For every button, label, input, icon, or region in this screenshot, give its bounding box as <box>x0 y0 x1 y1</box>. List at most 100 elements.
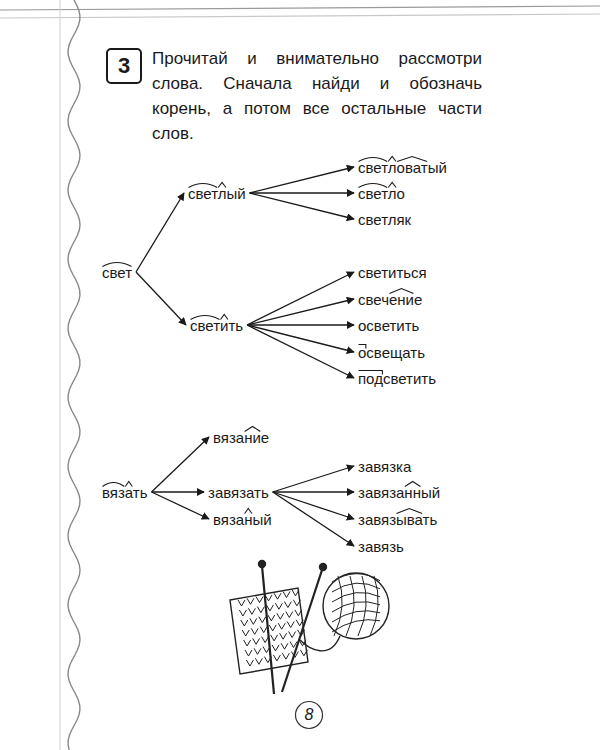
word-text: завязать <box>208 484 269 501</box>
task-instruction: Прочитай и внимательно рассмотри слова. … <box>152 46 482 146</box>
number-text: 8 <box>305 706 314 724</box>
stitch <box>283 592 290 598</box>
stitch <box>262 637 269 643</box>
word-text: светиться <box>358 264 427 281</box>
word-node: завязывать <box>357 511 438 528</box>
word-node: осветить <box>357 317 420 334</box>
margin-line <box>60 0 61 750</box>
arrow-connector <box>250 167 354 193</box>
yarn-strand <box>370 576 378 636</box>
arrow-connector <box>152 491 205 492</box>
yarn-ball <box>323 573 389 639</box>
word-text: завязь <box>358 538 404 555</box>
word-text: свечение <box>358 291 422 308</box>
stitch <box>254 648 261 654</box>
stitch <box>244 640 251 646</box>
word-text: осветить <box>358 317 419 334</box>
stitch <box>274 593 281 599</box>
stitch <box>250 618 257 624</box>
arrow-connector <box>152 492 210 519</box>
stitch <box>272 645 279 651</box>
stitch <box>275 603 282 609</box>
word-node: светло <box>357 185 406 202</box>
word-node: свечение <box>357 291 423 308</box>
stitch <box>273 655 280 661</box>
word-text: завязка <box>358 458 411 475</box>
top-edge <box>0 6 600 10</box>
word-text: вязание <box>213 429 269 446</box>
arrow-connector <box>250 192 354 193</box>
arrow-connector <box>273 492 354 546</box>
stitch <box>281 643 288 649</box>
word-text: свет <box>102 264 132 281</box>
word-node: подсветить <box>357 370 437 387</box>
word-node: завязать <box>207 484 270 501</box>
yarn-strands <box>332 574 380 636</box>
word-node: завязь <box>357 538 405 555</box>
stitch <box>287 622 294 628</box>
word-text: светло <box>358 185 405 202</box>
word-node: светить <box>189 317 244 334</box>
word-node: вязаный <box>212 511 273 528</box>
stitch <box>245 650 252 656</box>
side-border <box>60 0 80 750</box>
word-text: освещать <box>358 344 425 361</box>
arrow-connector <box>247 325 354 352</box>
yarn-strand <box>346 576 354 636</box>
word-text: подсветить <box>358 370 436 387</box>
word-node: вязать <box>101 484 149 501</box>
stitch <box>239 610 246 616</box>
stitch <box>295 610 302 616</box>
stitch <box>293 600 300 606</box>
word-text: светляк <box>358 211 411 228</box>
number-text: 3 <box>118 53 130 79</box>
word-node: освещать <box>357 344 426 361</box>
knitting-illustration <box>230 561 389 695</box>
word-node: светиться <box>357 264 428 281</box>
yarn-strand <box>332 583 380 592</box>
instruction-text: Прочитай и внимательно рассмотри слова. … <box>152 49 482 143</box>
word-text: светить <box>190 317 243 334</box>
needle-end <box>320 564 327 571</box>
arrow-connector <box>273 491 354 492</box>
stitch <box>251 628 258 634</box>
yarn-strand <box>332 602 380 612</box>
task-number-box: 3 <box>106 48 142 84</box>
top-edge <box>0 14 600 18</box>
word-node: светлый <box>187 185 247 202</box>
stitch <box>268 615 275 621</box>
needle-end <box>259 561 266 568</box>
stitch <box>238 600 245 606</box>
arrow-connector <box>136 193 184 272</box>
stitch <box>256 597 263 603</box>
arrow-connector <box>247 299 354 325</box>
stitch <box>241 620 248 626</box>
word-node: светловатый <box>357 159 448 176</box>
stitch <box>269 625 276 631</box>
stitch <box>259 617 266 623</box>
yarn-strand <box>332 592 380 602</box>
stitch <box>242 630 249 636</box>
arrow-connector <box>247 325 354 378</box>
stitch <box>282 653 289 659</box>
word-text: завязанный <box>358 484 440 501</box>
arrow-connector <box>247 324 354 325</box>
word-node: вязание <box>212 429 270 446</box>
word-node: свет <box>101 264 133 281</box>
stitch <box>284 602 291 608</box>
stitch <box>266 605 273 611</box>
arrow-connector <box>152 437 210 492</box>
word-text: светлый <box>188 185 246 202</box>
word-node: завязанный <box>357 484 441 501</box>
wavy-border <box>68 0 80 750</box>
stitch <box>246 660 253 666</box>
arrow-connector <box>250 193 354 219</box>
page-number: 8 <box>294 700 324 730</box>
word-node: завязка <box>357 458 412 475</box>
word-text: светловатый <box>358 159 447 176</box>
needle <box>262 566 274 694</box>
stitch <box>248 608 255 614</box>
stitch <box>277 613 284 619</box>
word-text: вязаный <box>213 511 272 528</box>
word-text: вязать <box>102 484 148 501</box>
